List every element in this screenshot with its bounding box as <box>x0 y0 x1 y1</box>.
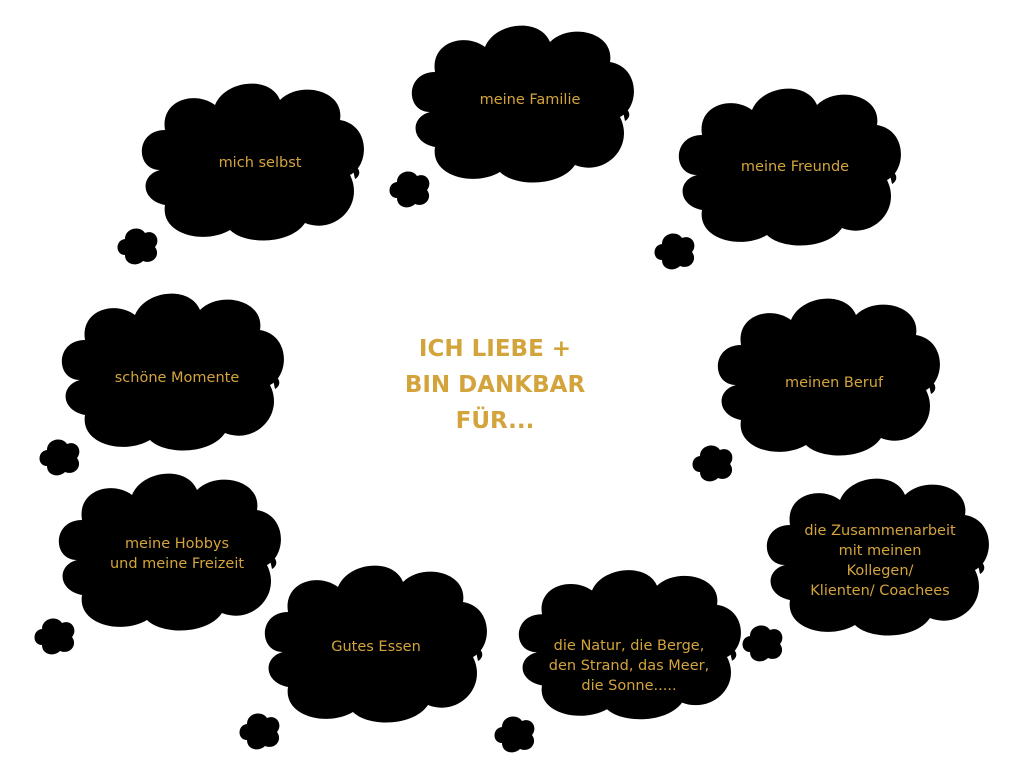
cloud-label: mich selbst <box>218 155 302 171</box>
cloud-label: die Zusammenarbeit mit meinen Kollegen/ … <box>804 523 956 599</box>
cloud-label: meine Familie <box>479 92 581 108</box>
cloud-mich-selbst <box>117 83 364 265</box>
cloud-gutes-essen <box>239 565 487 750</box>
central-title: ICH LIEBE + BIN DANKBAR FÜR... <box>404 336 586 434</box>
cloud-label: meine Hobbys und meine Freizeit <box>109 536 245 572</box>
cloud-label: die Natur, die Berge, den Strand, das Me… <box>548 638 710 694</box>
cloud-label: schöne Momente <box>114 370 240 386</box>
cloud-label: meinen Beruf <box>784 375 884 391</box>
cloud-meine-familie <box>389 25 634 208</box>
cloud-label: meine Freunde <box>740 159 850 175</box>
cloud-label: Gutes Essen <box>331 639 421 655</box>
cloud-meine-freunde <box>654 88 901 270</box>
